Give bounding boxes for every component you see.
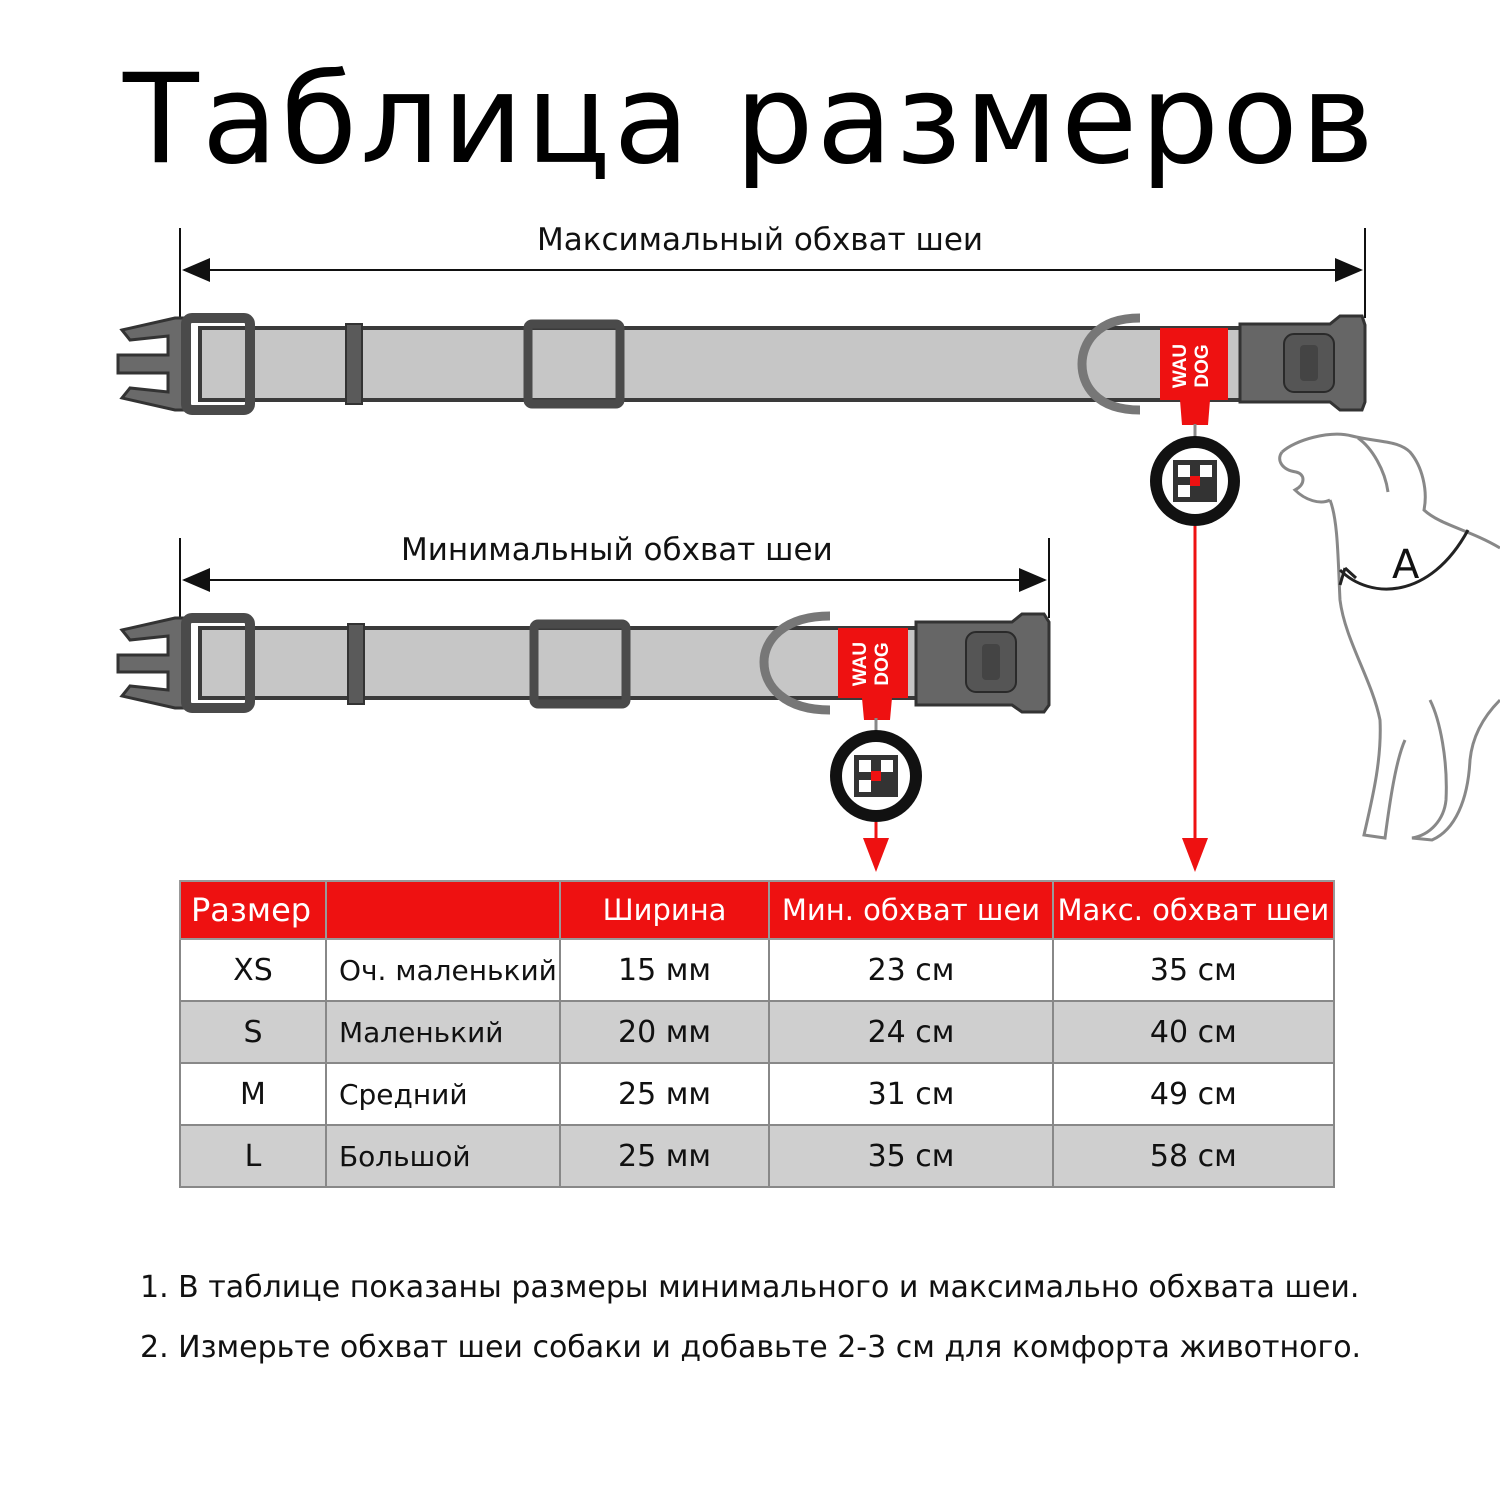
notes: 1. В таблице показаны размеры минимально…: [140, 1258, 1361, 1378]
tag-text-dog-max: DOG: [1192, 344, 1213, 387]
table-row: XS Оч. маленький 15 мм 23 см 35 см: [179, 938, 1336, 1002]
cell-size: M: [179, 1062, 327, 1126]
min-girth-label: Минимальный обхват шеи: [401, 532, 833, 568]
cell-size: S: [179, 1000, 327, 1064]
max-dimension-line: [179, 228, 1366, 318]
qr-tag-max: [1150, 424, 1240, 872]
header-size: Размер: [179, 880, 327, 940]
cell-max: 40 см: [1051, 1000, 1336, 1064]
cell-name: Большой: [324, 1124, 561, 1188]
cell-size: L: [179, 1124, 327, 1188]
min-dimension-line: [179, 538, 1050, 618]
cell-name: Оч. маленький: [324, 938, 561, 1002]
table-header-row: Размер Ширина Мин. обхват шеи Макс. обхв…: [179, 880, 1336, 940]
cell-min: 31 см: [768, 1062, 1054, 1126]
qr-tag-min: [830, 718, 922, 872]
cell-width: 25 мм: [558, 1124, 771, 1188]
tag-text-wau-min: WAU: [850, 642, 871, 686]
tag-text-wau-max: WAU: [1170, 344, 1191, 388]
table-row: S Маленький 20 мм 24 см 40 см: [179, 1000, 1336, 1064]
header-max-girth: Макс. обхват шеи: [1051, 880, 1336, 940]
table-row: M Средний 25 мм 31 см 49 см: [179, 1062, 1336, 1126]
header-name: [324, 880, 561, 940]
size-table: Размер Ширина Мин. обхват шеи Макс. обхв…: [179, 880, 1336, 1188]
cell-max: 35 см: [1051, 938, 1336, 1002]
table-row: L Большой 25 мм 35 см 58 см: [179, 1124, 1336, 1188]
collar-max: WAU DOG: [116, 313, 1367, 425]
page-title: Таблица размеров: [123, 48, 1377, 192]
cell-width: 25 мм: [558, 1062, 771, 1126]
note-1: 1. В таблице показаны размеры минимально…: [140, 1270, 1360, 1305]
cell-width: 15 мм: [558, 938, 771, 1002]
cell-min: 24 см: [768, 1000, 1054, 1064]
max-girth-label: Максимальный обхват шеи: [537, 222, 984, 258]
cell-max: 49 см: [1051, 1062, 1336, 1126]
cell-width: 20 мм: [558, 1000, 771, 1064]
cell-min: 23 см: [768, 938, 1054, 1002]
tag-text-dog-min: DOG: [872, 642, 893, 685]
header-width: Ширина: [558, 880, 771, 940]
dog-outline: [1278, 432, 1500, 842]
cell-size: XS: [179, 938, 327, 1002]
cell-max: 58 см: [1051, 1124, 1336, 1188]
cell-name: Средний: [324, 1062, 561, 1126]
header-min-girth: Мин. обхват шеи: [768, 880, 1054, 940]
cell-name: Маленький: [324, 1000, 561, 1064]
collar-min: WAU DOG: [116, 611, 1051, 720]
cell-min: 35 см: [768, 1124, 1054, 1188]
neck-marker-label: A: [1392, 542, 1420, 588]
note-2: 2. Измерьте обхват шеи собаки и добавьте…: [140, 1330, 1362, 1365]
